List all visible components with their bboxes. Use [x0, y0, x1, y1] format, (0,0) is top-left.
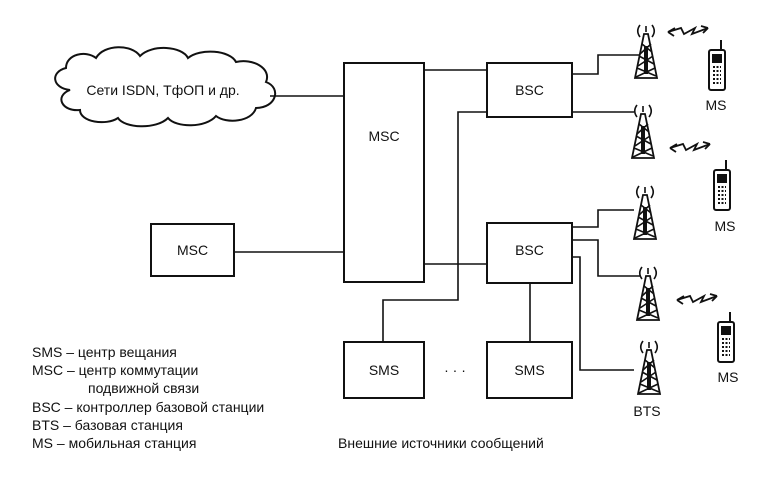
link-bsc-bottom-bts3	[572, 209, 634, 228]
ms-label-1: MS	[706, 97, 727, 113]
link-bsc-top-bts1	[572, 54, 640, 75]
link-bsc-top-sms	[382, 111, 487, 342]
connections	[234, 54, 640, 371]
bts-tower-3	[633, 185, 657, 240]
legend-msc-cont: подвижной связи	[88, 380, 200, 397]
external-sources-caption: Внешние источники сообщений	[338, 435, 544, 451]
bts-tower-2	[631, 104, 655, 159]
bts-tower-5	[637, 340, 661, 395]
bts-tower-4	[636, 266, 660, 321]
sms-ellipsis: · · ·	[444, 362, 466, 378]
bsc-bottom-label: BSC	[515, 242, 544, 258]
legend-bts: BTS – базовая станция	[32, 416, 183, 433]
mobile-phone-1	[708, 39, 726, 91]
msc-side-box: MSC	[150, 223, 235, 277]
ms-label-2: MS	[715, 218, 736, 234]
radio-link-1	[667, 25, 709, 37]
radio-link-3	[676, 293, 718, 305]
msc-main-label: MSC	[368, 128, 399, 144]
link-bsc-bottom-bts4	[572, 239, 640, 277]
bsc-bottom-box: BSC	[486, 222, 573, 284]
legend-bsc: BSC – контроллер базовой станции	[32, 398, 265, 415]
legend: SMS – центр вещания MSC – центр коммутац…	[32, 343, 264, 452]
sms-right-box: SMS	[486, 341, 573, 399]
cloud-label: Сети ISDN, ТфОП и др.	[86, 82, 239, 98]
sms-right-label: SMS	[514, 362, 544, 378]
mobile-phone-3	[717, 311, 735, 363]
mobile-phone-2	[713, 159, 731, 211]
msc-side-label: MSC	[177, 242, 208, 258]
legend-msc: MSC – центр коммутации	[32, 362, 199, 379]
sms-left-box: SMS	[343, 341, 425, 399]
bsc-top-box: BSC	[486, 62, 573, 118]
msc-main-box: MSC	[343, 62, 425, 283]
bts-tower-1	[634, 24, 658, 79]
link-bsc-bottom-bts5	[572, 256, 634, 371]
legend-ms: MS – мобильная станция	[32, 435, 197, 452]
radio-link-2	[669, 141, 711, 153]
ms-label-3: MS	[718, 369, 739, 385]
bsc-top-label: BSC	[515, 82, 544, 98]
bts-label: BTS	[633, 403, 660, 419]
external-networks-cloud: Сети ISDN, ТфОП и др.	[54, 46, 277, 128]
sms-left-label: SMS	[369, 362, 399, 378]
legend-sms: SMS – центр вещания	[32, 344, 177, 360]
